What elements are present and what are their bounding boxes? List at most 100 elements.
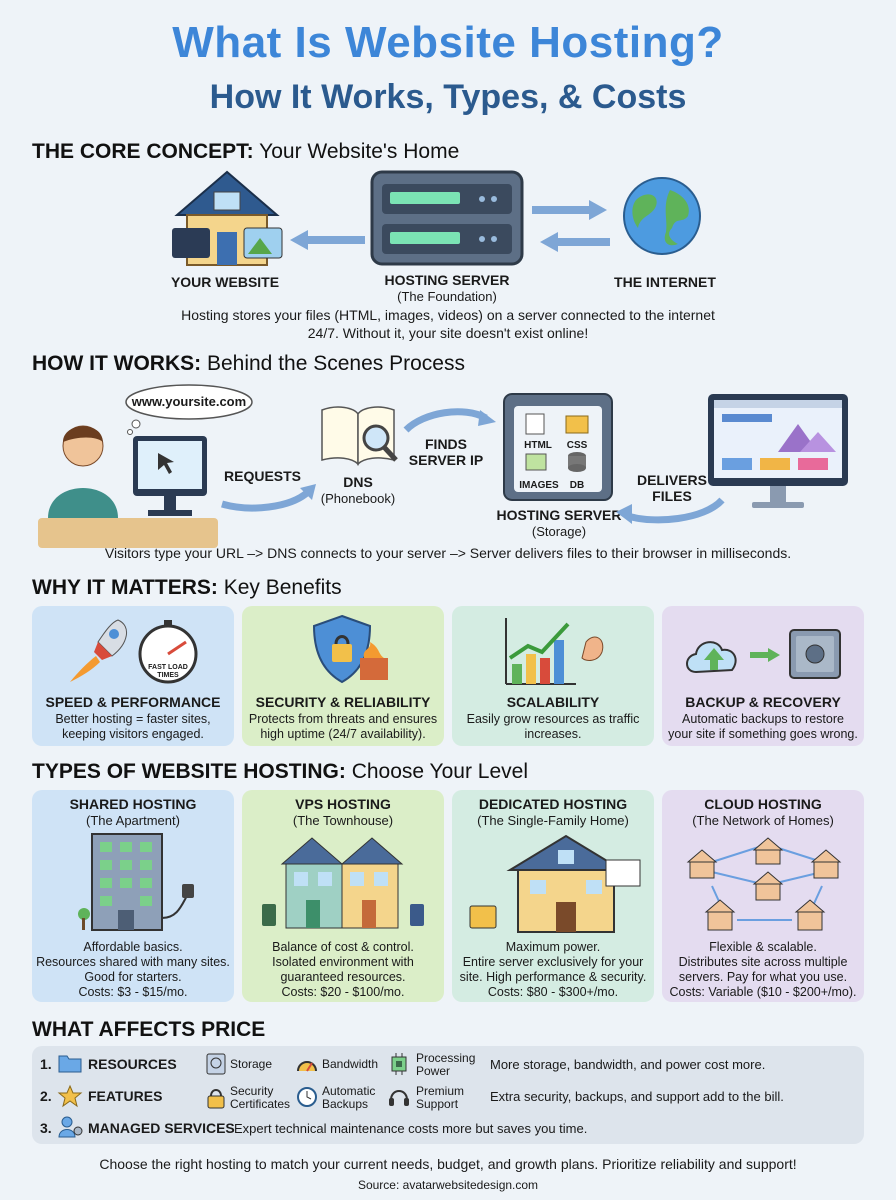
benefit-card-security: SECURITY & RELIABILITY Protects from thr… xyxy=(242,606,444,746)
finds-label: FINDS xyxy=(425,436,467,452)
benefit-text: Easily grow resources as traffic xyxy=(466,712,640,726)
type-text: Affordable basics. xyxy=(83,940,183,954)
benefit-text: Better hosting = faster sites, xyxy=(55,712,211,726)
type-text: Flexible & scalable. xyxy=(709,940,817,954)
type-text: Maximum power. xyxy=(505,940,601,954)
benefit-card-speed: FAST LOAD TIMES SPEED & PERFORMANCE Bett… xyxy=(32,606,234,746)
hosting-server-label: HOSTING SERVER xyxy=(384,272,510,288)
type-cost: Costs: Variable ($10 - $200+/mo). xyxy=(669,985,857,999)
features-description: Extra security, backups, and support add… xyxy=(490,1089,784,1104)
headset-icon xyxy=(389,1090,409,1106)
type-text: Resources shared with many sites. xyxy=(36,955,230,969)
internet-label: THE INTERNET xyxy=(614,274,716,290)
growth-chart-icon xyxy=(505,618,604,685)
dns-sublabel: (Phonebook) xyxy=(320,491,396,506)
arrow-right-icon xyxy=(750,648,780,662)
dns-label: DNS xyxy=(343,474,373,490)
price-row-number: 2. xyxy=(40,1088,52,1104)
files-label: FILES xyxy=(652,488,692,504)
css-label: CSS xyxy=(566,440,588,451)
page-subtitle: How It Works, Types, & Costs xyxy=(209,78,687,116)
benefit-text: increases. xyxy=(524,727,582,741)
url-text: www.yoursite.com xyxy=(131,394,247,409)
townhouse-icon xyxy=(262,837,424,929)
core-heading: THE CORE CONCEPT: Your Website's Home xyxy=(32,140,460,163)
type-cost: Costs: $3 - $15/mo. xyxy=(78,985,188,999)
core-description-line1: Hosting stores your files (HTML, images,… xyxy=(181,307,715,323)
type-title: CLOUD HOSTING xyxy=(704,796,822,812)
benefit-card-scalability: SCALABILITY Easily grow resources as tra… xyxy=(452,606,654,746)
user-gear-icon xyxy=(58,1116,83,1138)
type-title: SHARED HOSTING xyxy=(69,796,197,812)
storage-icon xyxy=(206,1053,226,1075)
managed-description: Expert technical maintenance costs more … xyxy=(234,1121,588,1136)
server-ip-label: SERVER IP xyxy=(408,452,484,468)
type-text: servers. Pay for what you use. xyxy=(678,970,848,984)
rocket-icon xyxy=(70,619,127,682)
type-cost: Costs: $80 - $300+/mo. xyxy=(487,985,619,999)
your-website-label: YOUR WEBSITE xyxy=(170,274,280,290)
house-icon xyxy=(172,170,283,266)
type-subtitle: (The Network of Homes) xyxy=(692,813,834,828)
benefit-card-backup: BACKUP & RECOVERY Automatic backups to r… xyxy=(662,606,864,746)
price-row-number: 3. xyxy=(40,1120,52,1136)
safe-icon xyxy=(789,629,841,679)
gauge-text1: FAST LOAD xyxy=(148,664,188,671)
type-card-shared: SHARED HOSTING (The Apartment) Affordabl… xyxy=(32,790,234,1002)
power-label: Power xyxy=(416,1064,451,1078)
type-text: Isolated environment with xyxy=(272,955,414,969)
monitor-icon xyxy=(708,394,848,508)
type-text: Good for starters. xyxy=(84,970,182,984)
server-icon xyxy=(370,170,524,266)
backups-label: Backups xyxy=(322,1097,369,1111)
benefit-title: SCALABILITY xyxy=(506,694,600,710)
family-home-icon xyxy=(469,834,641,933)
benefit-text: Automatic backups to restore xyxy=(682,712,844,726)
clock-backup-icon xyxy=(297,1087,317,1107)
type-text: Balance of cost & control. xyxy=(272,940,414,954)
benefit-text: high uptime (24/7 availability). xyxy=(260,727,426,741)
curved-arrow-icon xyxy=(616,497,725,524)
why-heading: WHY IT MATTERS: Key Benefits xyxy=(32,576,342,599)
type-title: DEDICATED HOSTING xyxy=(478,796,628,812)
type-text: Distributes site across multiple xyxy=(678,955,848,969)
arrow-left-icon xyxy=(290,230,365,250)
type-subtitle: (The Townhouse) xyxy=(292,813,394,828)
storage-server-label: HOSTING SERVER xyxy=(496,507,622,523)
type-card-dedicated: DEDICATED HOSTING (The Single-Family Hom… xyxy=(452,790,654,1002)
requests-label: REQUESTS xyxy=(224,468,302,484)
support-label: Support xyxy=(416,1097,459,1111)
type-subtitle: (The Single-Family Home) xyxy=(477,813,629,828)
type-text: Entire server exclusively for your xyxy=(462,955,644,969)
images-label: IMAGES xyxy=(519,480,559,491)
benefit-text: your site if something goes wrong. xyxy=(668,727,858,741)
resources-label: RESOURCES xyxy=(88,1056,177,1072)
storage-label: Storage xyxy=(230,1057,273,1071)
price-row-number: 1. xyxy=(40,1056,52,1072)
arrow-right-icon xyxy=(532,200,607,220)
folder-icon xyxy=(58,1055,82,1073)
type-subtitle: (The Apartment) xyxy=(86,813,180,828)
managed-services-label: MANAGED SERVICES xyxy=(88,1120,235,1136)
star-icon xyxy=(57,1084,83,1108)
type-text: site. High performance & security. xyxy=(459,970,647,984)
bandwidth-label: Bandwidth xyxy=(322,1057,379,1071)
delivers-label: DELIVERS xyxy=(636,472,707,488)
storage-server-icon xyxy=(503,393,613,501)
features-label: FEATURES xyxy=(88,1088,163,1104)
html-label: HTML xyxy=(524,440,552,451)
person-computer-icon xyxy=(38,425,218,548)
lock-icon xyxy=(207,1089,225,1109)
premium-label: Premium xyxy=(416,1084,465,1098)
source-text: Source: avatarwebsitedesign.com xyxy=(357,1178,539,1192)
cpu-icon xyxy=(391,1053,407,1075)
shield-lock-icon xyxy=(312,614,388,684)
curved-arrow-icon xyxy=(221,484,316,512)
security-label: Security xyxy=(230,1084,274,1098)
certificates-label: Certificates xyxy=(230,1097,291,1111)
benefit-title: SPEED & PERFORMANCE xyxy=(45,694,221,710)
benefit-text: Protects from threats and ensures xyxy=(248,712,438,726)
type-card-cloud: CLOUD HOSTING (The Network of Homes) Fle… xyxy=(662,790,864,1002)
benefit-text: keeping visitors engaged. xyxy=(62,727,204,741)
hosting-server-sublabel: (The Foundation) xyxy=(397,289,497,304)
